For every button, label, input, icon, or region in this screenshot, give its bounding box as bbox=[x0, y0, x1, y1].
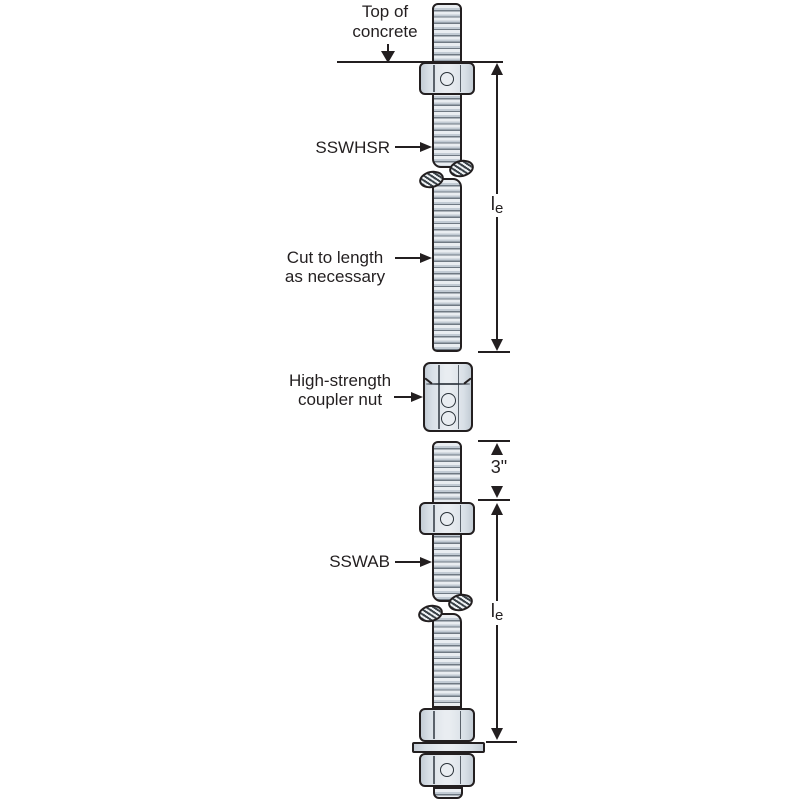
sswhsr-arrow-right-icon bbox=[420, 142, 432, 152]
nut-facet-line bbox=[433, 505, 435, 532]
dim-arrow-up-icon bbox=[491, 63, 503, 75]
hex-nut-above-plate bbox=[419, 708, 475, 742]
le-sub: e bbox=[494, 200, 504, 217]
threaded-rod-anchor-lower-segment bbox=[432, 613, 462, 708]
top-of-concrete-line1: Top of bbox=[361, 2, 409, 21]
concrete-top-line bbox=[337, 61, 503, 63]
dim-arrow-up-icon bbox=[491, 503, 503, 515]
embedment-length-label-upper: le bbox=[483, 194, 511, 217]
coupler-nut-line1: High-strength bbox=[288, 371, 392, 390]
nut-facet-line bbox=[433, 711, 435, 739]
top-of-concrete-label: Top of concrete bbox=[333, 2, 437, 42]
hex-nut-top bbox=[419, 62, 475, 95]
nut-hole bbox=[440, 511, 454, 526]
coupler-sight-hole bbox=[440, 411, 456, 426]
rod-end-cap bbox=[433, 787, 463, 799]
coupler-chamfer-line bbox=[426, 383, 470, 385]
sswab-label: SSWAB bbox=[329, 552, 390, 571]
hex-nut-below-plate bbox=[419, 753, 475, 787]
coupler-nut-line2: coupler nut bbox=[297, 390, 383, 409]
sswhsr-leader-line bbox=[395, 146, 420, 148]
nut-facet-line bbox=[459, 505, 461, 532]
dim-line-upper-le bbox=[496, 75, 498, 194]
dim-line-lower-le bbox=[496, 625, 498, 728]
cut-to-length-label: Cut to length as necessary bbox=[278, 248, 392, 286]
dim-line-lower-le bbox=[496, 515, 498, 601]
dim-tick bbox=[486, 741, 517, 743]
le-sub: e bbox=[494, 607, 504, 624]
sswab-arrow-right-icon bbox=[420, 557, 432, 567]
cut-to-length-leader-line bbox=[395, 257, 420, 259]
sswab-leader-line bbox=[395, 561, 420, 563]
threaded-rod-cut-segment bbox=[432, 178, 462, 352]
dim-line-upper-le bbox=[496, 217, 498, 339]
le-base: l bbox=[490, 194, 495, 215]
nut-hole bbox=[440, 763, 454, 777]
top-of-concrete-line2: concrete bbox=[352, 22, 418, 41]
dim-tick bbox=[478, 351, 510, 353]
nut-facet-line bbox=[459, 711, 461, 739]
nut-facet-line bbox=[433, 756, 435, 784]
concrete-arrow-down-icon bbox=[381, 51, 395, 63]
coupler-sight-hole bbox=[440, 393, 456, 408]
dim-tick bbox=[478, 499, 510, 501]
bearing-plate bbox=[412, 742, 485, 753]
dim-arrow-down-icon bbox=[491, 339, 503, 351]
dim-tick bbox=[478, 440, 510, 442]
coupler-nut-label: High-strength coupler nut bbox=[288, 371, 392, 409]
nut-facet-line bbox=[459, 756, 461, 784]
cut-to-length-line1: Cut to length bbox=[286, 248, 384, 267]
hex-nut-middle bbox=[419, 502, 475, 535]
embedment-length-label-lower: le bbox=[483, 601, 511, 624]
cut-to-length-arrow-right-icon bbox=[420, 253, 432, 263]
coupler-facet-line bbox=[438, 365, 440, 429]
cut-to-length-line2: as necessary bbox=[284, 267, 386, 286]
nut-hole bbox=[440, 71, 454, 86]
concrete-leader-line bbox=[387, 44, 389, 53]
dim-arrow-up-icon bbox=[491, 443, 503, 455]
dim-arrow-down-icon bbox=[491, 486, 503, 498]
le-base: l bbox=[490, 601, 495, 622]
three-inch-dimension-label: 3" bbox=[484, 456, 514, 478]
coupler-leader-line bbox=[394, 396, 411, 398]
coupler-arrow-right-icon bbox=[411, 392, 423, 402]
sswhsr-label: SSWHSR bbox=[315, 138, 390, 157]
coupler-facet-line bbox=[457, 365, 459, 429]
nut-facet-line bbox=[459, 65, 461, 92]
dim-arrow-down-icon bbox=[491, 728, 503, 740]
nut-facet-line bbox=[433, 65, 435, 92]
coupler-nut-graphic bbox=[423, 362, 473, 432]
